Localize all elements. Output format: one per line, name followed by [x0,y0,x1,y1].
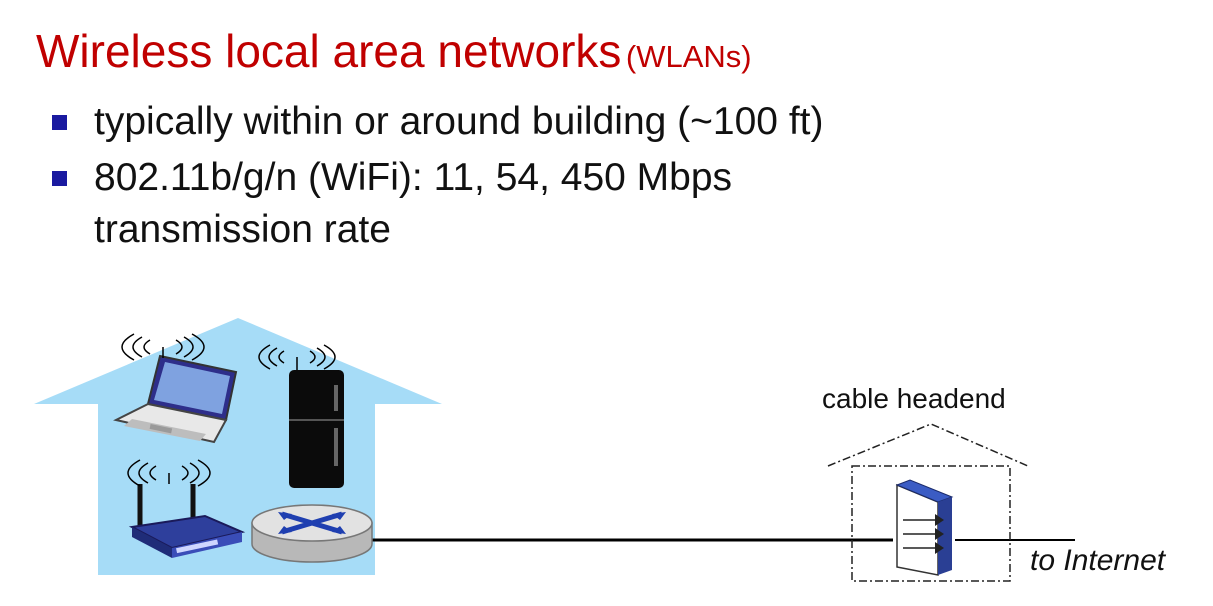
laptop-icon [113,354,238,444]
refrigerator-wifi-signal-icon [258,344,336,370]
title-text: Wireless local area networks [36,25,622,77]
bullet-square-icon [52,115,67,130]
cable-headend-label: cable headend [822,383,1006,414]
laptop-wifi-signal-icon [121,333,205,361]
title-suffix: (WLANs) [625,39,752,74]
refrigerator-icon [289,370,344,488]
slide-title: Wireless local area networks (WLANs) [36,24,752,78]
bullet-list: typically within or around building (~10… [52,96,823,260]
bullet-text: 802.11b/g/n (WiFi): 11, 54, 450 Mbps [94,156,733,199]
bullet-item: typically within or around building (~10… [52,96,823,148]
internet-label: to Internet [1030,544,1166,577]
wireless-router-icon [128,484,246,558]
bullet-text: typically within or around building (~10… [94,100,824,143]
bullet-text-continued: transmission rate [94,208,391,251]
cmts-device-icon [895,479,954,576]
bullet-square-icon [52,171,67,186]
router-wifi-signal-icon [127,459,211,487]
bullet-item: 802.11b/g/n (WiFi): 11, 54, 450 Mbps tra… [52,152,823,256]
cable-headend-building [827,423,1029,582]
cable-modem-router-icon [251,504,373,563]
